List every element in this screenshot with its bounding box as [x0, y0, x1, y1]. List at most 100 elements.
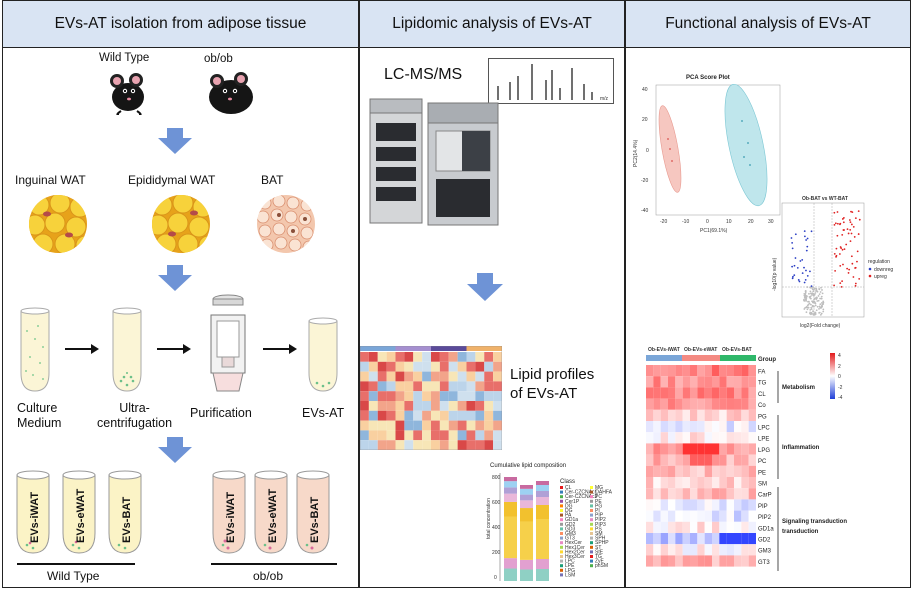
function-heatmap-cell: [697, 521, 705, 533]
profile-heatmap-cell: [413, 371, 423, 382]
volcano-point: [811, 305, 814, 308]
profile-heatmap-cell: [360, 391, 369, 401]
function-heatmap-cell: [660, 555, 668, 567]
profile-heatmap-cell: [422, 371, 432, 382]
function-heatmap-cell: [646, 365, 654, 377]
class-legend-swatch: [590, 555, 593, 558]
function-heatmap-cell: [748, 365, 756, 377]
profile-heatmap-cell: [457, 440, 467, 450]
function-heatmap-cell: [690, 387, 698, 399]
function-heatmap-cell: [697, 454, 705, 466]
function-heatmap-cell: [704, 387, 712, 399]
profile-heatmap-cell: [457, 352, 467, 362]
function-heatmap-cell: [726, 465, 734, 477]
function-heatmap-cell: [712, 499, 720, 511]
volcano-point: [812, 310, 815, 313]
profile-heatmap-cell: [395, 420, 405, 431]
function-heatmap-cell: [719, 398, 727, 410]
pca-ytick: -40: [641, 208, 648, 214]
profile-heatmap-cell: [360, 401, 369, 411]
volcano-point-down: [794, 257, 797, 259]
function-heatmap-cell: [704, 499, 712, 511]
function-heatmap-cell: [675, 376, 683, 388]
function-heatmap-cell: [719, 533, 727, 545]
function-heatmap-cell: [668, 465, 676, 477]
function-heatmap-cell: [690, 465, 698, 477]
function-heatmap-cell: [682, 555, 690, 567]
function-heatmap-cell: [646, 465, 654, 477]
volcano-point: [815, 309, 818, 312]
function-heatmap-cell: [704, 421, 712, 433]
volcano-point-down: [803, 281, 806, 284]
profile-heatmap-cell: [404, 361, 414, 372]
function-heatmap-cell: [697, 443, 705, 455]
function-heatmap-cell: [682, 398, 690, 410]
function-heatmap-cell: [712, 376, 720, 388]
profile-heatmap-cell: [431, 420, 440, 431]
function-heatmap-cell: [653, 387, 661, 399]
profile-heatmap-cell: [484, 420, 494, 431]
function-heatmap-cell: [741, 432, 749, 444]
profile-heatmap-cell: [466, 361, 476, 372]
function-heatmap-cell: [668, 443, 676, 455]
profile-heatmap-group-band: [466, 346, 502, 351]
function-heatmap-cell: [682, 409, 690, 421]
function-heatmap-cell: [697, 421, 705, 433]
function-heatmap-cell: [682, 510, 690, 522]
heatmap-row-label: FA: [758, 370, 765, 376]
function-heatmap-cell: [675, 555, 683, 567]
heatmap-col-group: Ob-EVs-BAT: [722, 347, 752, 353]
function-heatmap-cell: [653, 432, 661, 444]
profile-heatmap-cell: [386, 352, 396, 362]
profile-heatmap-cell: [493, 352, 502, 362]
function-heatmap-cell: [748, 533, 756, 545]
profile-heatmap-cell: [413, 361, 423, 372]
profile-heatmap-cell: [404, 352, 414, 362]
ev-tubes-illustration: EVs-iWAT EVs-eWAT EVs-BAT EVs-iWAT EVs-e…: [16, 470, 330, 554]
function-heatmap-cell: [653, 465, 661, 477]
class-legend-swatch: [590, 564, 593, 568]
volcano-point: [812, 294, 815, 297]
profile-heatmap-cell: [386, 381, 396, 392]
profile-heatmap-cell: [457, 410, 467, 421]
profile-heatmap-cell: [360, 430, 369, 441]
class-legend-label: PIP2: [595, 517, 606, 523]
function-heatmap-cell: [734, 521, 742, 533]
volcano-point: [819, 291, 822, 293]
volcano-point: [817, 299, 820, 302]
profile-heatmap-cell: [404, 410, 414, 421]
profile-heatmap-group-band: [395, 346, 431, 351]
profile-heatmap-cell: [493, 430, 502, 441]
class-legend-label: MG: [595, 485, 603, 491]
wild-type-group-label: Wild Type: [47, 569, 100, 583]
profile-heatmap-cell: [386, 371, 396, 382]
cumulative-bar-segment: [520, 494, 533, 501]
function-heatmap-cell: [675, 421, 683, 433]
volcano-point-down: [804, 278, 807, 281]
volcano-point: [805, 305, 808, 308]
volcano-point-up: [850, 255, 853, 258]
profile-heatmap-cell: [431, 430, 440, 441]
function-heatmap-cell: [646, 544, 654, 556]
profile-heatmap-cell: [457, 391, 467, 401]
ultracentrifugation-label: Ultra- centrifugation: [97, 401, 173, 430]
heatmap-row-label: LPC: [758, 426, 770, 432]
profile-heatmap-cell: [475, 371, 485, 382]
profile-heatmap-cell: [484, 391, 494, 401]
function-heatmap-cell: [675, 365, 683, 377]
function-heatmap-cell: [741, 488, 749, 500]
pca-ytick: -20: [641, 178, 648, 184]
tissue-label-epididymal: Epididymal WAT: [128, 173, 216, 187]
function-heatmap-cell: [690, 555, 698, 567]
wild-type-mouse-icon: [110, 73, 144, 115]
volcano-point-up: [848, 219, 851, 221]
profile-heatmap-cell: [395, 401, 405, 411]
volcano-point: [821, 289, 823, 291]
function-heatmap-cell: [690, 510, 698, 522]
profile-heatmap-cell: [360, 352, 369, 362]
profile-heatmap-cell: [395, 371, 405, 382]
heatmap-row-label: PC: [758, 459, 767, 465]
profile-heatmap-cell: [439, 440, 449, 450]
profile-heatmap-cell: [395, 410, 405, 421]
profile-heatmap-cell: [431, 391, 440, 401]
